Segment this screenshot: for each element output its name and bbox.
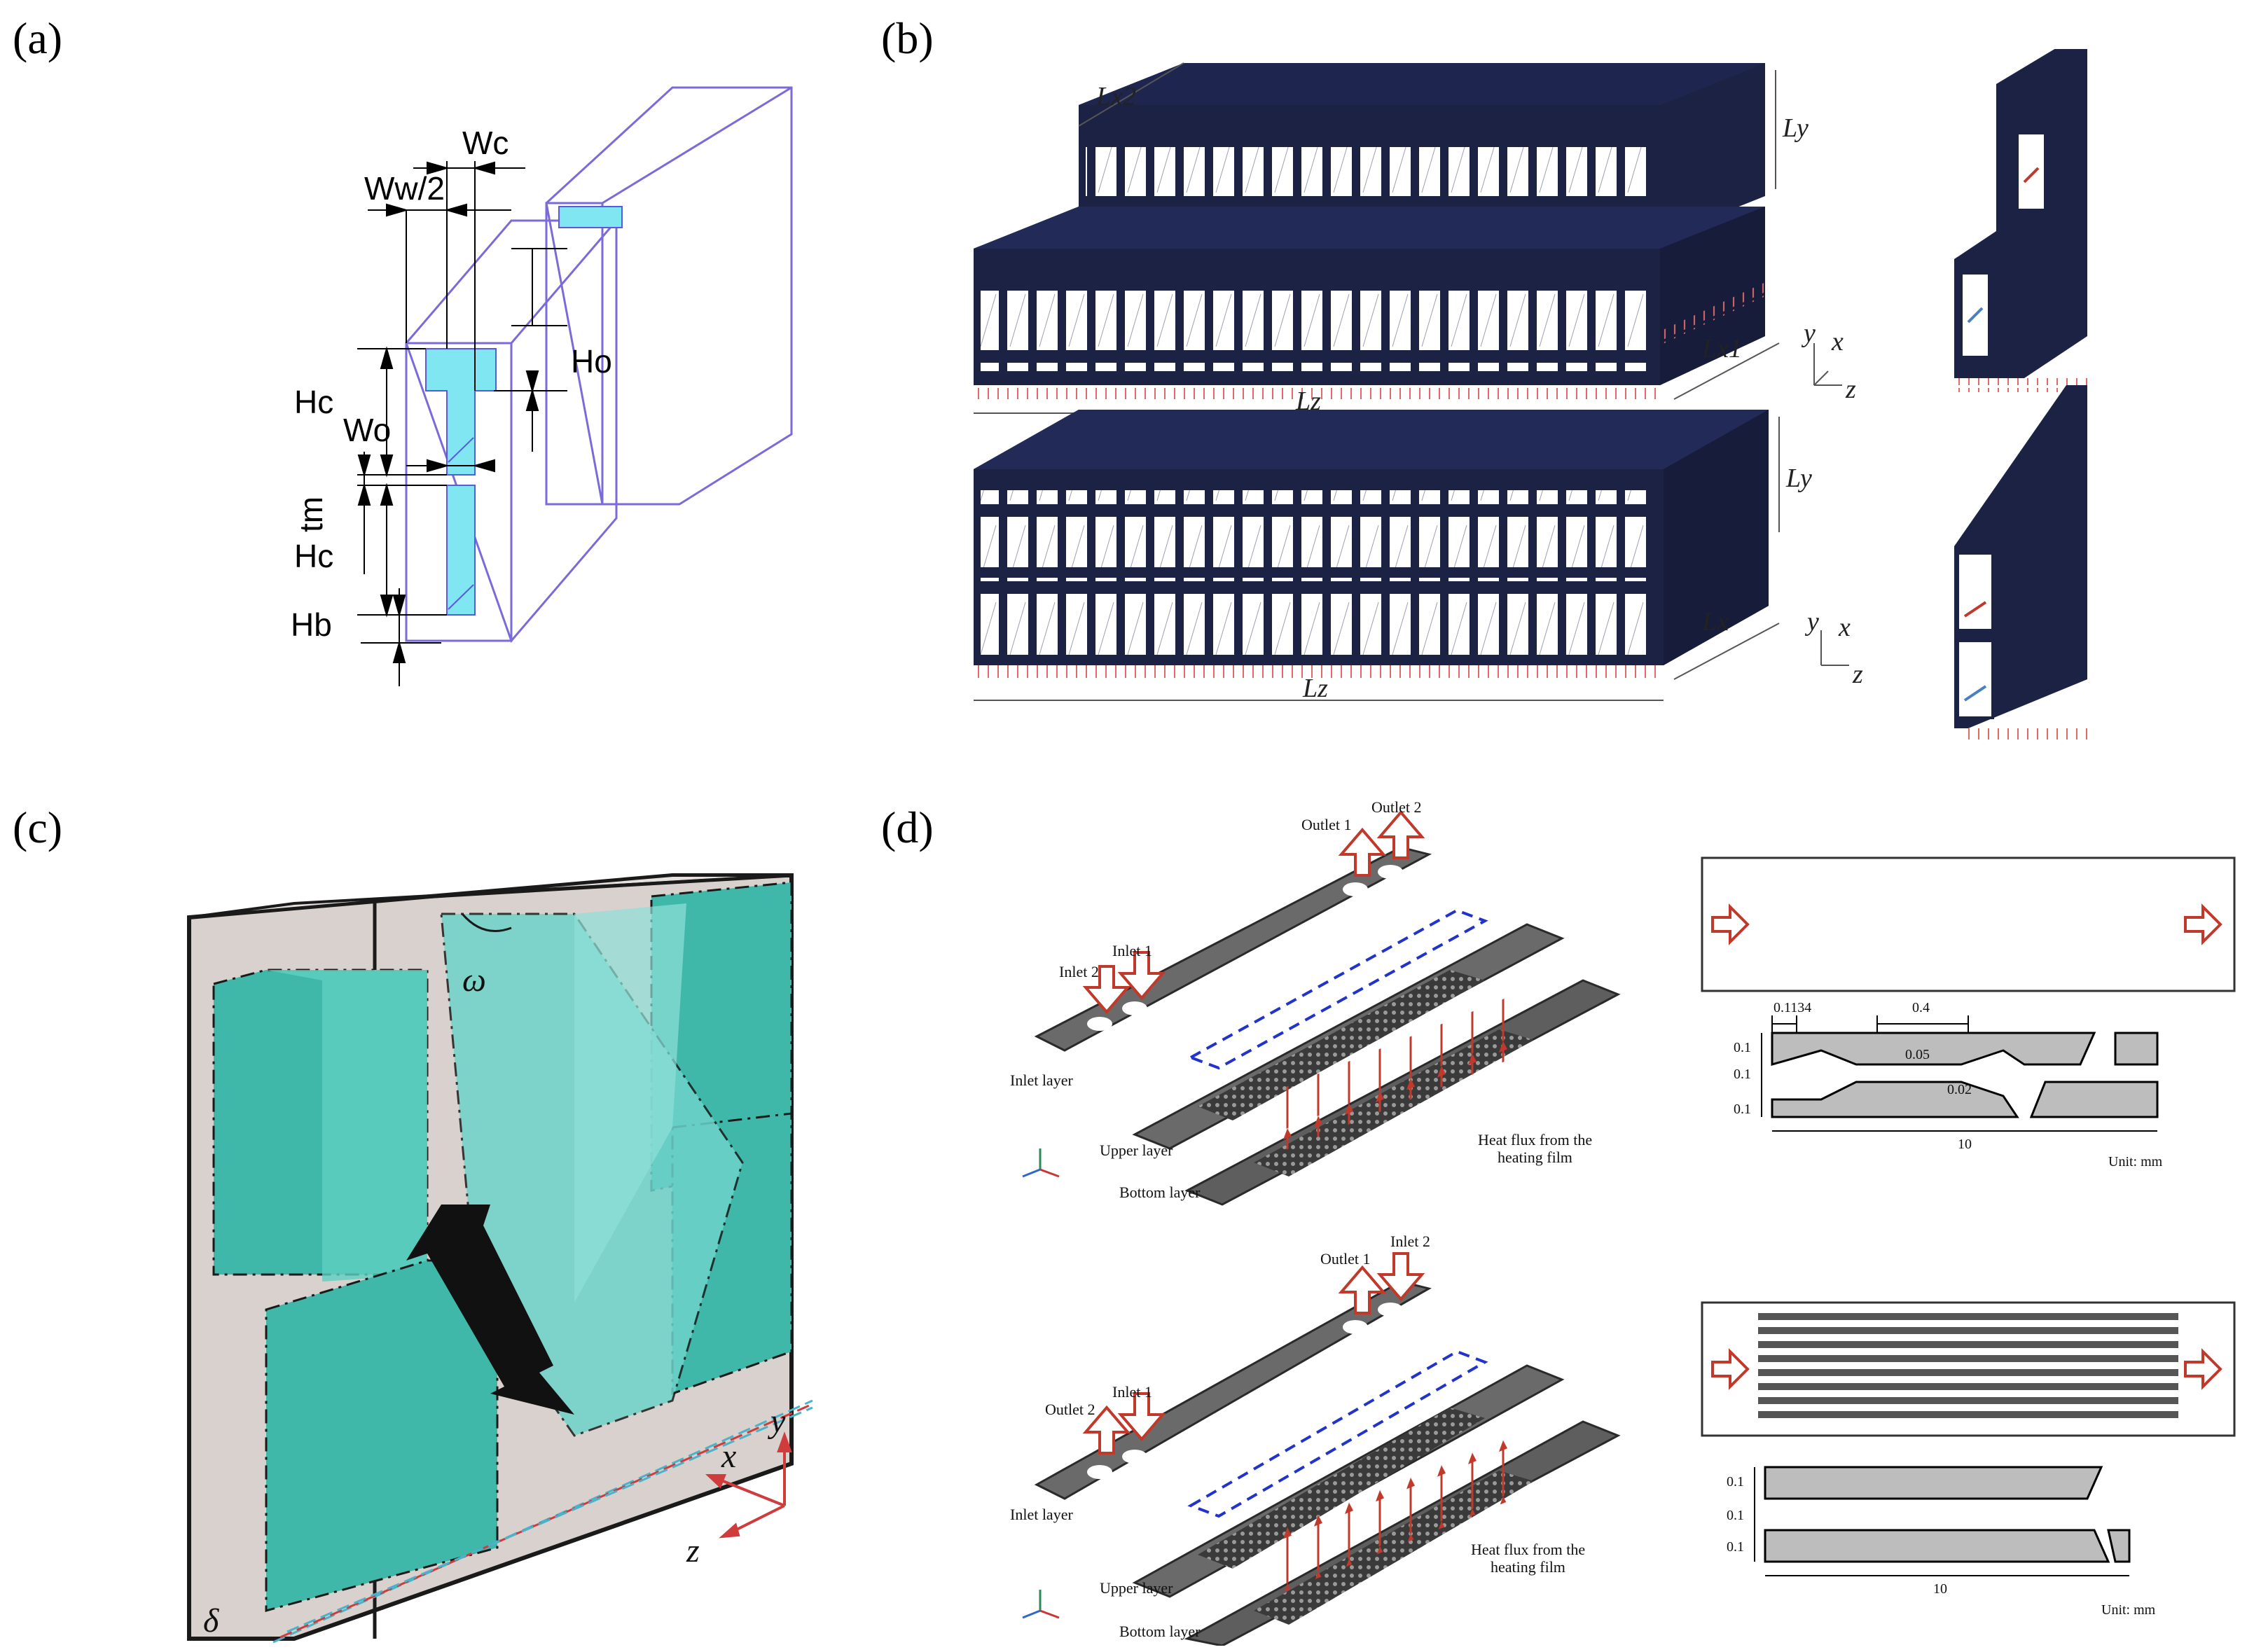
d-top-bottom-layer: Bottom layer bbox=[1119, 1184, 1201, 1201]
dim-wc: Wc bbox=[462, 125, 509, 161]
d-bottom-outlet1: Outlet 1 bbox=[1320, 1250, 1371, 1268]
c-omega: ω bbox=[462, 962, 486, 999]
c-delta: δ bbox=[203, 1602, 219, 1639]
d-bottom-heat-flux-1: Heat flux from the bbox=[1471, 1541, 1585, 1558]
panel-a-diagram: Wc Ww/2 Ho Hc Wo tm Hc Hb bbox=[291, 86, 793, 686]
dim-ho: Ho bbox=[571, 343, 612, 380]
panel-c-diagram: ω δ y x z bbox=[187, 873, 813, 1644]
d-top-outlet2: Outlet 2 bbox=[1371, 798, 1422, 816]
c-axis-z: z bbox=[686, 1532, 700, 1569]
b-bottom-ly: Ly bbox=[1785, 464, 1812, 493]
b-bottom-axis-z: z bbox=[1852, 660, 1863, 689]
d-top-inlet2: Inlet 2 bbox=[1059, 963, 1099, 980]
d-top-dim-01b: 0.1 bbox=[1734, 1067, 1751, 1082]
d-bottom-outlet2: Outlet 2 bbox=[1045, 1401, 1095, 1418]
dim-hb: Hb bbox=[291, 606, 332, 643]
d-bottom-inlet2: Inlet 2 bbox=[1390, 1233, 1430, 1250]
panel-c-label: (c) bbox=[13, 803, 63, 852]
d-bottom-dim-01b: 0.1 bbox=[1727, 1508, 1744, 1523]
panel-b-label: (b) bbox=[881, 13, 934, 63]
c-axis-y: y bbox=[767, 1403, 786, 1440]
d-top-outlet1: Outlet 1 bbox=[1301, 816, 1352, 833]
d-bottom-dim-01a: 0.1 bbox=[1727, 1474, 1744, 1490]
d-bottom-channel-array bbox=[1758, 1313, 2178, 1418]
d-top-channel-array bbox=[1765, 868, 2171, 980]
d-bottom-unit: Unit: mm bbox=[2101, 1602, 2156, 1618]
d-top-inlet1: Inlet 1 bbox=[1112, 942, 1152, 959]
b-top-axis-y: y bbox=[1801, 319, 1816, 348]
d-top-heat-flux-1: Heat flux from the bbox=[1478, 1131, 1592, 1148]
d-top-inlet-layer: Inlet layer bbox=[1010, 1071, 1073, 1089]
panel-d-label: (d) bbox=[881, 803, 934, 852]
d-top-heat-flux-2: heating film bbox=[1498, 1148, 1572, 1166]
dim-tm: tm bbox=[293, 497, 329, 532]
b-bottom-axis-x: x bbox=[1838, 613, 1851, 642]
d-bottom-axis-triad bbox=[1022, 1590, 1060, 1619]
b-top-axis-x: x bbox=[1831, 327, 1844, 356]
d-bottom-detail: 0.1 0.1 0.1 10 Unit: mm bbox=[1727, 1466, 2156, 1618]
d-bottom-heat-flux-2: heating film bbox=[1491, 1558, 1565, 1576]
d-top-detail: 0.1134 0.4 0.05 0.02 0.1 0.1 0.1 10 Unit… bbox=[1734, 1000, 2163, 1169]
b-bottom-lz: Lz bbox=[1302, 674, 1328, 703]
c-axis-x: x bbox=[721, 1438, 736, 1475]
b-top-lx1: Lx1 bbox=[1701, 334, 1742, 363]
d-top-dim-005: 0.05 bbox=[1905, 1047, 1930, 1062]
b-top-axis-z: z bbox=[1845, 375, 1856, 404]
d-bottom-dim-10: 10 bbox=[1933, 1581, 1947, 1597]
d-top-dim-01c: 0.1 bbox=[1734, 1102, 1751, 1117]
b-bottom-axis-y: y bbox=[1804, 607, 1819, 637]
dim-hc-bottom: Hc bbox=[294, 538, 333, 574]
panel-b-diagram: Lx2 Ly Lx1 Lz x y z Ly Lx Lz x y z bbox=[974, 49, 2087, 742]
dim-wo: Wo bbox=[343, 412, 391, 448]
dim-hc-top: Hc bbox=[294, 384, 333, 420]
panel-a-label: (a) bbox=[13, 13, 63, 63]
d-top-dim-10: 10 bbox=[1958, 1137, 1972, 1152]
b-bottom-lx: Lx bbox=[1701, 607, 1729, 637]
d-top-dim-01134: 0.1134 bbox=[1773, 1000, 1811, 1015]
panel-d-diagram: Outlet 1 Outlet 2 Inlet 2 Inlet 1 Inlet … bbox=[1010, 798, 2236, 1646]
b-top-lx2: Lx2 bbox=[1095, 82, 1136, 111]
d-top-dim-04: 0.4 bbox=[1912, 1000, 1930, 1015]
d-bottom-bottom-layer: Bottom layer bbox=[1119, 1623, 1201, 1640]
d-top-axis-triad bbox=[1022, 1148, 1060, 1178]
d-top-unit: Unit: mm bbox=[2108, 1154, 2163, 1169]
dim-ww2: Ww/2 bbox=[364, 170, 445, 207]
d-top-dim-01a: 0.1 bbox=[1734, 1040, 1751, 1055]
d-bottom-upper-layer: Upper layer bbox=[1100, 1579, 1173, 1597]
d-bottom-inlet1: Inlet 1 bbox=[1112, 1383, 1152, 1401]
d-bottom-inlet-layer: Inlet layer bbox=[1010, 1506, 1073, 1523]
d-bottom-dim-01c: 0.1 bbox=[1727, 1539, 1744, 1555]
b-top-ly: Ly bbox=[1782, 113, 1809, 143]
d-top-dim-002: 0.02 bbox=[1947, 1082, 1972, 1097]
d-top-upper-layer: Upper layer bbox=[1100, 1141, 1173, 1159]
